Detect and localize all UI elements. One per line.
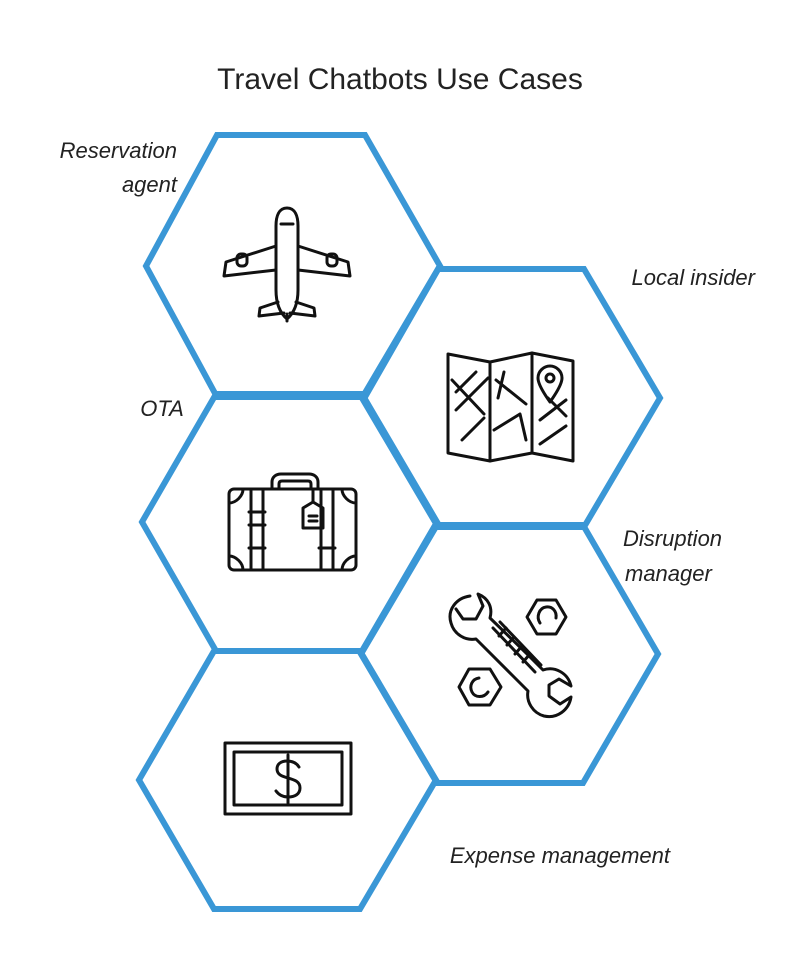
use-case-label-line: Disruption [623,526,722,551]
use-case-expense-management: Expense management [135,648,671,912]
map-icon [446,351,575,463]
hexagon-outline [358,266,664,530]
use-case-label-line: Reservation [60,138,177,163]
suitcase-icon [227,472,358,572]
hexagon-outline [142,132,444,400]
use-case-ota: OTA [138,391,441,654]
use-case-label-line: agent [122,172,178,197]
use-case-label-line: Local insider [631,265,756,290]
airplane-icon [222,206,352,323]
use-case-label-line: manager [625,561,714,586]
use-case-label-line: Expense management [450,843,671,868]
dollar-bill-icon [223,741,353,816]
diagram-title: Travel Chatbots Use Cases [217,63,583,96]
use-case-disruption-manager: Disruption manager [357,522,722,786]
wrench-bolts-icon [448,592,573,719]
hexagon-outline [138,391,441,654]
hexagon-outline [357,522,662,786]
use-case-label-line: OTA [140,396,184,421]
hexagon-outline [135,648,440,912]
